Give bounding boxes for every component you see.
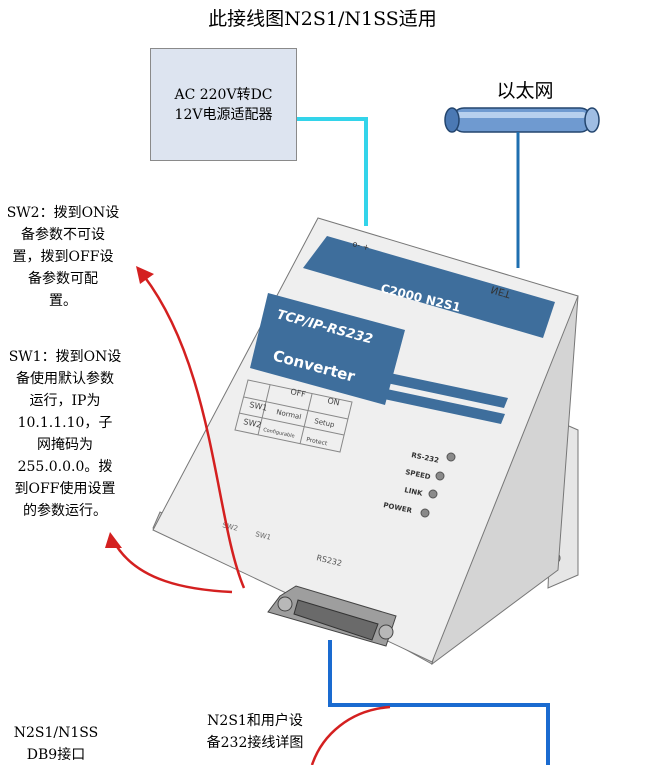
note-wiring: N2S1和用户设 备232接线详图 — [180, 710, 330, 754]
note-line: 运行，IP为 — [29, 393, 101, 409]
switch-table-sw2: SW2 — [243, 417, 263, 430]
note-line: 的参数运行。 — [23, 503, 107, 519]
note-line: N2S1和用户设 — [207, 713, 303, 729]
ethernet-cable — [444, 107, 600, 133]
power-adapter-line1: AC 220V转DC — [174, 86, 273, 103]
led-link — [428, 489, 438, 499]
switch-table-sw1: SW1 — [249, 400, 269, 413]
led-speed — [435, 471, 445, 481]
device-c2000-n2s1: C2000 N2S1 NET o- + TCP/IP-RS232 Convert… — [152, 217, 579, 666]
note-line: DB9接口 — [26, 747, 86, 763]
power-adapter-box: AC 220V转DC 12V电源适配器 — [150, 48, 297, 161]
power-adapter-line2: 12V电源适配器 — [174, 106, 273, 123]
led-rs232 — [446, 452, 456, 462]
note-line: 置。 — [49, 293, 77, 309]
led-label-link: LINK — [404, 486, 424, 498]
arrow-sw2-head — [136, 266, 154, 284]
arrow-sw1-head — [105, 532, 122, 548]
db9-connector — [267, 585, 397, 647]
annotation-arrows — [105, 266, 391, 765]
note-line: 备参数可配 — [28, 271, 98, 287]
note-line: 备参数不可设 — [21, 227, 105, 243]
serial-wire — [328, 640, 550, 765]
note-line: SW2：拨到ON设 — [6, 205, 120, 221]
switch-label-sw1: SW1 — [255, 530, 272, 542]
ethernet-label: 以太网 — [496, 80, 554, 102]
device-power-pins-label: o- + — [351, 239, 370, 252]
arrow-sw2 — [143, 275, 246, 589]
note-line: 到OFF使用设置 — [14, 481, 116, 497]
switch-table-sw2-on: Protect — [306, 436, 329, 447]
note-line: SW1：拨到ON设 — [8, 349, 122, 365]
note-line: 置，拨到OFF设 — [12, 249, 114, 265]
note-line: 网掩码为 — [37, 437, 93, 453]
note-line: 255.0.0.0。拨 — [17, 459, 113, 475]
note-db9: N2S1/N1SS DB9接口 — [0, 722, 112, 766]
switch-table — [234, 379, 353, 453]
arrow-sw1 — [111, 539, 233, 594]
led-group — [420, 452, 456, 518]
note-sw2: SW2：拨到ON设 备参数不可设 置，拨到OFF设 备参数可配 置。 — [0, 202, 126, 312]
note-line: N2S1/N1SS — [13, 725, 99, 741]
note-line: 10.1.1.10，子 — [17, 415, 113, 431]
power-wire — [297, 117, 368, 226]
switch-table-header-on: ON — [327, 396, 341, 407]
page-title: 此接线图N2S1/N1SS适用 — [208, 8, 437, 30]
switch-label-sw2: SW2 — [222, 521, 239, 533]
note-sw1: SW1：拨到ON设 备使用默认参数 运行，IP为 10.1.1.10，子 网掩码… — [0, 346, 130, 522]
arrow-wiring — [310, 705, 391, 765]
led-power — [420, 508, 430, 518]
note-line: 备使用默认参数 — [16, 371, 114, 387]
switch-table-header-off: OFF — [290, 387, 307, 399]
note-line: 备232接线详图 — [206, 735, 304, 751]
